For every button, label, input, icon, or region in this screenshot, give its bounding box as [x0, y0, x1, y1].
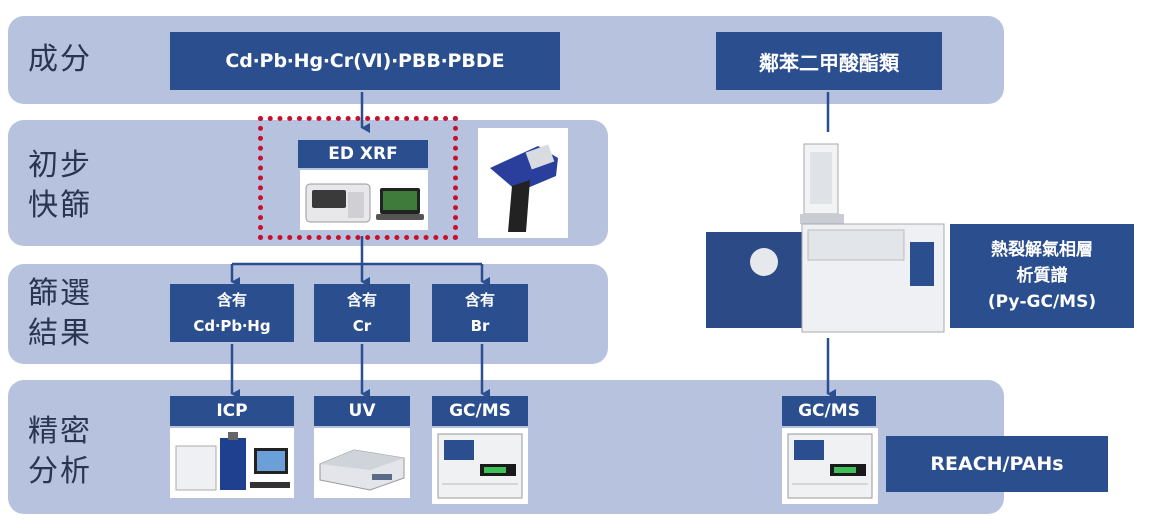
result-cdpbhg-box: 含有 Cd‧Pb‧Hg	[170, 284, 294, 342]
pygcms-image	[704, 134, 948, 338]
pygcms-instrument-icon	[706, 143, 945, 333]
metals-box: Cd‧Pb‧Hg‧Cr(Ⅵ)‧PBB‧PBDE	[170, 32, 560, 90]
row-label-analysis: 精密 分析	[28, 414, 92, 489]
gcms-right-instrument-icon	[787, 433, 873, 499]
gcms-left-instrument-icon	[437, 433, 523, 499]
pygcms-line2: 析質譜	[1016, 266, 1068, 286]
gcms-right-box: GC/MS	[782, 396, 876, 426]
icp-instrument-icon	[175, 432, 290, 491]
row-label-components: 成分	[28, 42, 92, 77]
result-cr-box: 含有 Cr	[314, 284, 410, 342]
gcms-right-image	[782, 428, 878, 504]
uv-instrument-icon	[319, 449, 405, 491]
result-cdpbhg-line2: Cd‧Pb‧Hg	[193, 317, 271, 335]
result-br-line2: Br	[470, 317, 490, 335]
phthalates-box: 鄰苯二甲酸酯類	[716, 32, 942, 90]
handheld-xrf-image	[478, 128, 568, 238]
edxrf-instrument-icon	[305, 183, 424, 223]
gcms-left-box: GC/MS	[432, 396, 528, 426]
handheld-xrf-icon	[490, 144, 558, 232]
row-label-screening: 初步 快篩	[28, 148, 92, 223]
result-cr-line2: Cr	[352, 317, 372, 335]
edxrf-box: ED XRF	[298, 140, 428, 168]
pygcms-box: 熱裂解氣相層 析質譜 (Py-GC/MS)	[950, 224, 1134, 328]
pygcms-line1: 熱裂解氣相層	[991, 240, 1093, 260]
icp-box: ICP	[170, 396, 294, 426]
edxrf-highlight-frame	[258, 116, 458, 240]
result-cr-line1: 含有	[346, 291, 377, 309]
result-br-line1: 含有	[464, 291, 495, 309]
pygcms-line3: (Py-GC/MS)	[987, 292, 1097, 312]
icp-image	[170, 428, 294, 498]
edxrf-benchtop-image	[300, 170, 428, 230]
result-cdpbhg-line1: 含有	[216, 291, 247, 309]
reach-pahs-box: REACH/PAHs	[886, 436, 1108, 492]
uv-box: UV	[314, 396, 410, 426]
row-label-results: 篩選 結果	[28, 276, 92, 351]
result-br-box: 含有 Br	[432, 284, 528, 342]
gcms-left-image	[432, 428, 528, 504]
uv-image	[314, 428, 410, 498]
